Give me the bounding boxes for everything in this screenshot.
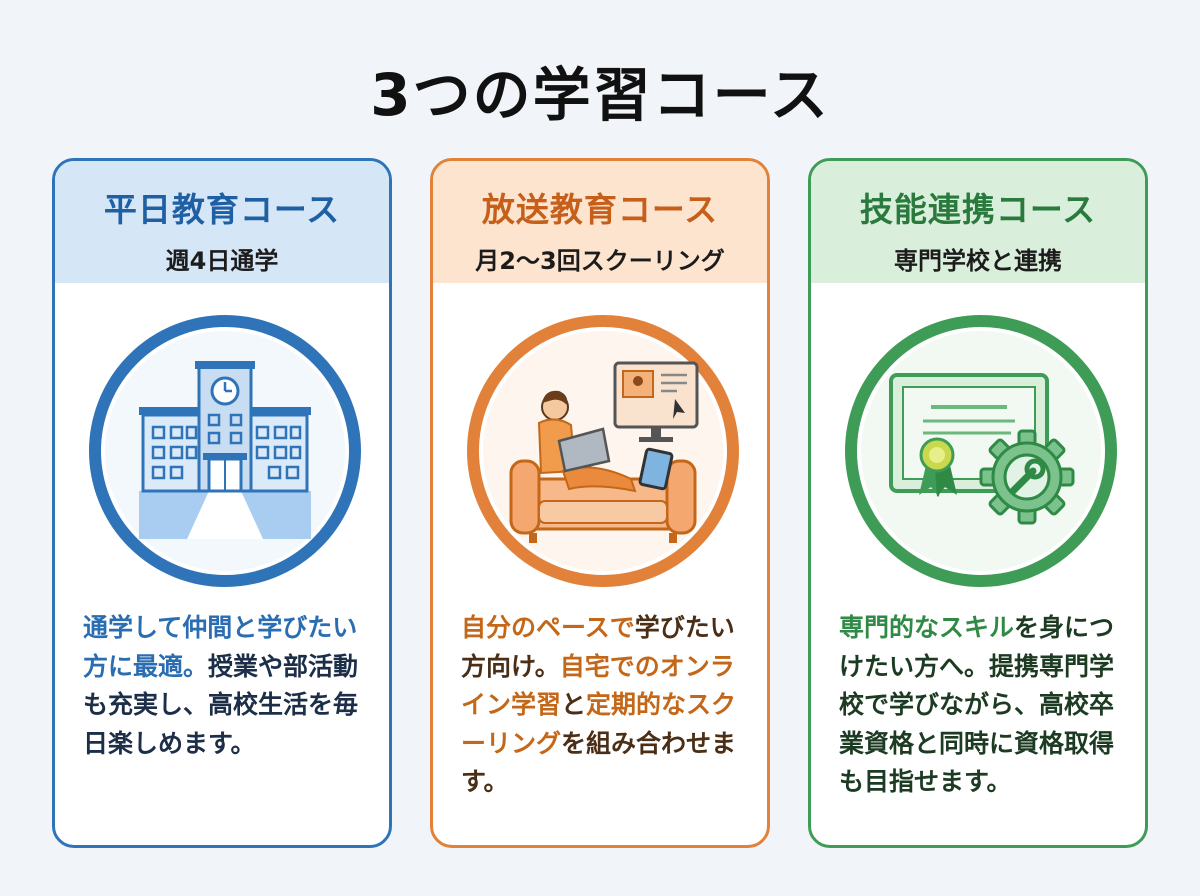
description-highlight: 自分のペースで bbox=[461, 613, 635, 642]
description-text: を身につけたい方へ。提携専門学校で学びながら、高校卒業資格と同時に資格取得も目指… bbox=[839, 613, 1115, 796]
certificate-gear-icon bbox=[841, 311, 1121, 591]
description-text: を組み合わせます。 bbox=[461, 728, 737, 797]
description-text: と bbox=[561, 690, 587, 719]
description-text: 学びたい方向け。 bbox=[461, 613, 735, 681]
course-header: 技能連携コース 専門学校と連携 bbox=[811, 161, 1145, 283]
page-title: 3つの学習コース bbox=[370, 61, 830, 129]
description-highlight: 定期的なスクーリング bbox=[461, 690, 737, 758]
course-subtitle: 専門学校と連携 bbox=[894, 247, 1062, 275]
course-header: 放送教育コース 月2〜3回スクーリング bbox=[433, 161, 767, 283]
course-subtitle: 月2〜3回スクーリング bbox=[475, 247, 725, 275]
course-card-weekday: 平日教育コース 週4日通学 bbox=[52, 158, 392, 848]
course-title: 放送教育コース bbox=[481, 190, 719, 229]
course-card-technical: 技能連携コース 専門学校と連携 bbox=[808, 158, 1148, 848]
course-description: 通学して仲間と学びたい方に最適。授業や部活動も充実し、高校生活を毎日楽しめます。 bbox=[83, 609, 373, 763]
description-highlight: 通学して仲間と学びたい方に最適。 bbox=[83, 613, 358, 681]
description-text: 授業や部活動も充実し、高校生活を毎日楽しめます。 bbox=[83, 651, 359, 758]
course-title: 平日教育コース bbox=[103, 190, 341, 229]
description-highlight: 専門的なスキル bbox=[839, 613, 1015, 642]
course-title: 技能連携コース bbox=[859, 190, 1097, 229]
school-building-icon bbox=[85, 311, 365, 591]
course-header: 平日教育コース 週4日通学 bbox=[55, 161, 389, 283]
course-description: 専門的なスキルを身につけたい方へ。提携専門学校で学びながら、高校卒業資格と同時に… bbox=[839, 609, 1129, 802]
course-subtitle: 週4日通学 bbox=[165, 247, 279, 275]
course-card-broadcast: 放送教育コース 月2〜3回スクーリング bbox=[430, 158, 770, 848]
description-highlight: 自宅でのオンライン学習 bbox=[461, 651, 735, 720]
online-learning-icon bbox=[463, 311, 743, 591]
course-description: 自分のペースで学びたい方向け。自宅でのオンライン学習と定期的なスクーリングを組み… bbox=[461, 609, 751, 802]
